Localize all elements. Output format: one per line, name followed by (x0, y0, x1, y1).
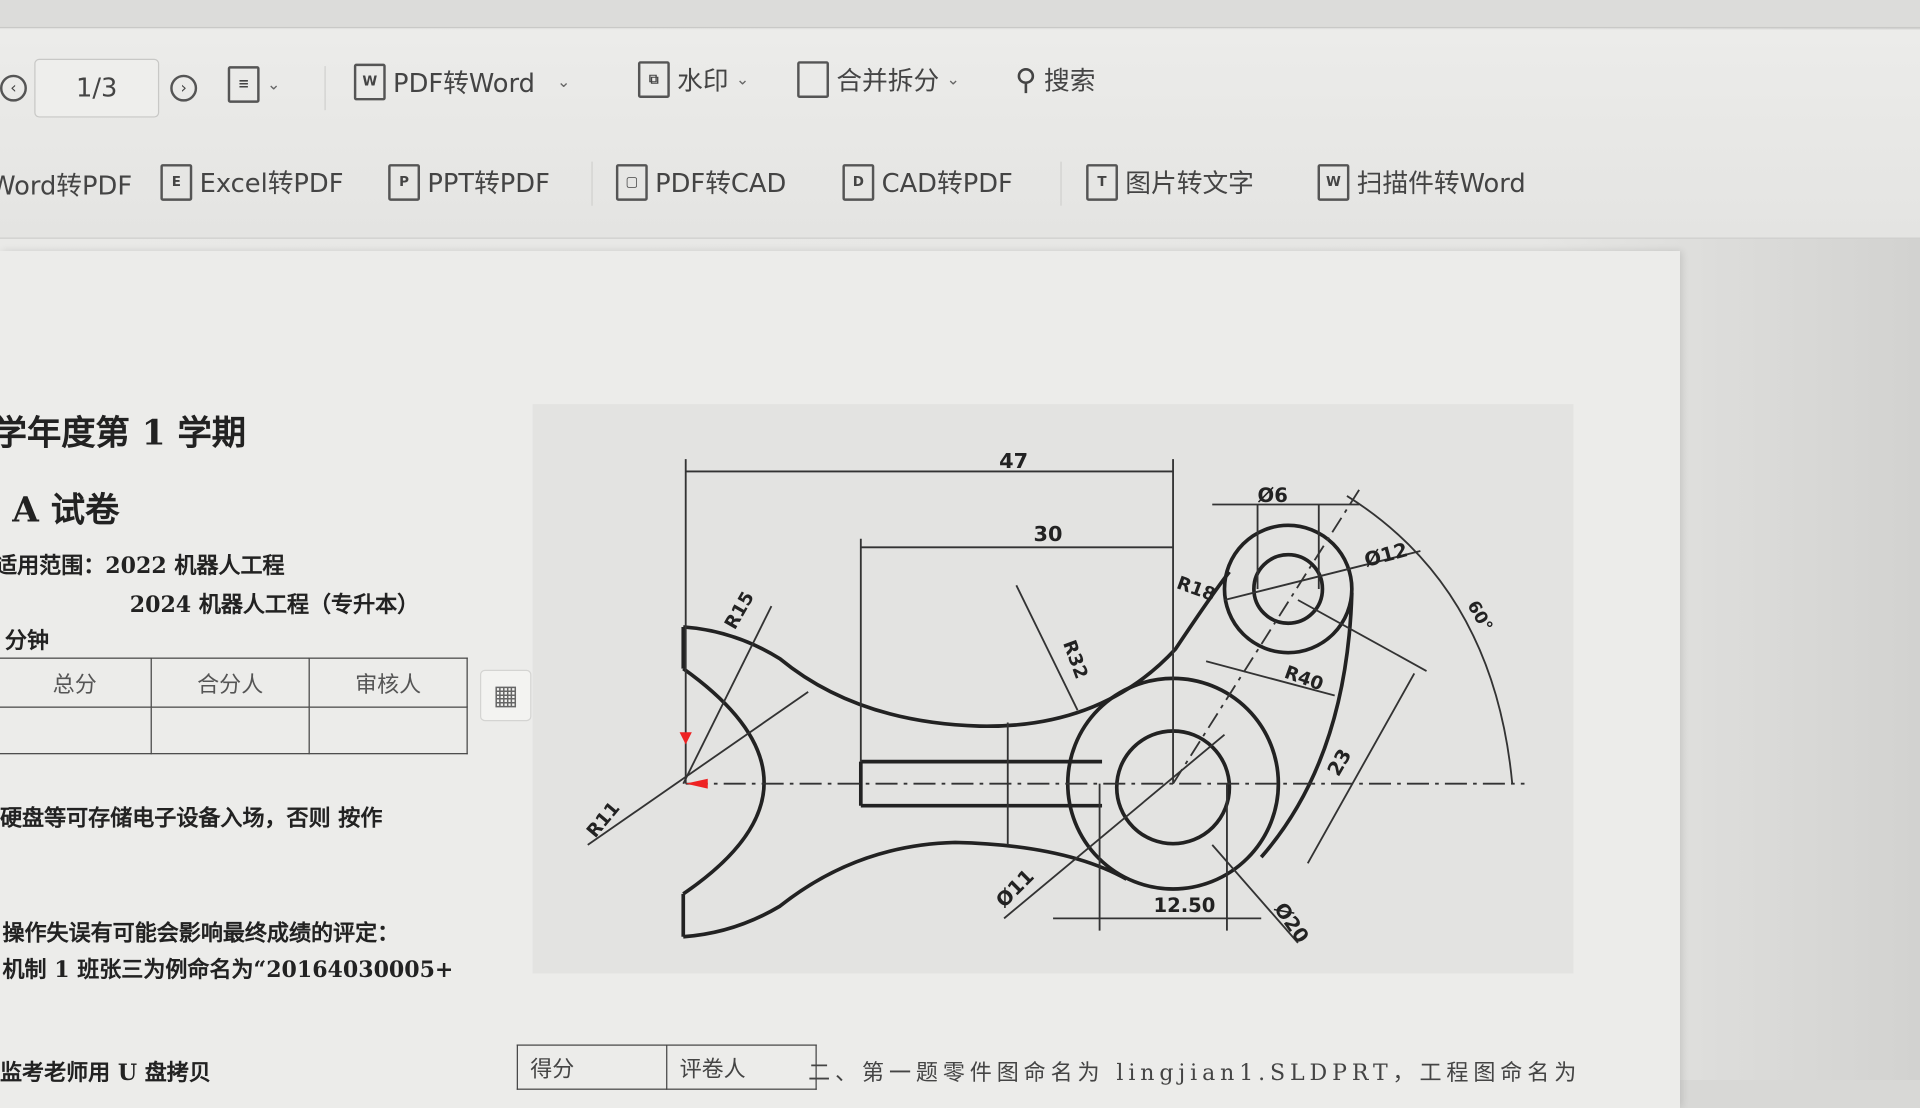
top-curve (683, 570, 1231, 728)
dim-phi6-line (1212, 503, 1360, 589)
small-boss-outer (1222, 523, 1354, 655)
cad-to-pdf-icon: D (842, 164, 875, 201)
search-icon: ⚲ (1015, 62, 1037, 97)
search-button[interactable]: ⚲搜索 (1015, 61, 1095, 98)
button-label: PDF转CAD (655, 168, 787, 199)
scope-line2: 2024 机器人工程（专升本） (129, 592, 420, 619)
button-label: Word转PDF (0, 171, 133, 201)
cell (308, 706, 468, 755)
table-icon: ▦ (492, 680, 519, 711)
dim-47-line (684, 459, 1174, 784)
cad-drawing: 47 30 R15 R11 R18 R32 R40 Ø6 Ø12 Ø11 Ø20… (582, 448, 1525, 948)
watermark-icon: ⧉ (637, 61, 670, 98)
button-label: 扫描件转Word (1356, 168, 1526, 199)
table-extract-button[interactable]: ▦ (480, 669, 532, 722)
cell (150, 706, 310, 755)
dim-47: 47 (999, 449, 1028, 473)
scan-to-word-icon: W (1317, 164, 1350, 201)
excel-to-pdf-icon: E (160, 164, 193, 201)
dim-phi6: Ø6 (1258, 484, 1288, 507)
dim-phi11-line (1003, 733, 1226, 920)
document-icon: ≡ (227, 66, 260, 103)
angle-arc (1346, 495, 1514, 784)
score-table: 总分 合分人 审核人 (0, 657, 468, 755)
chevron-down-icon: ⌄ (735, 70, 750, 89)
word-to-pdf-button[interactable]: Word转PDF (0, 167, 132, 204)
merge-split-button[interactable]: 合并拆分 ⌄ (797, 61, 960, 98)
view-mode-button[interactable]: ≡⌄ (227, 66, 281, 103)
next-page-button[interactable]: › (170, 74, 198, 102)
pdf-to-word-icon: W (353, 63, 386, 101)
button-label: PPT转PDF (427, 168, 550, 199)
dim-r15-line (682, 605, 773, 785)
notice-line-3: 机制 1 班张三为例命名为“20164030005+ (2, 957, 454, 984)
divider (591, 161, 593, 206)
duration-label: 分钟 (4, 628, 49, 654)
pdf-to-cad-button[interactable]: ▢PDF转CAD (615, 164, 787, 201)
header-total: 总分 (0, 657, 152, 708)
button-label: Excel转PDF (199, 168, 344, 199)
button-label: CAD转PDF (881, 168, 1013, 199)
angled-center-line (1172, 489, 1360, 785)
chevron-left-icon: ‹ (0, 74, 27, 102)
notice-line-1: 硬盘等可存储电子设备入场，否则 按作 (0, 805, 383, 832)
button-label: 合并拆分 (836, 66, 940, 96)
merge-split-icon (797, 61, 829, 98)
divider (324, 66, 326, 111)
dim-r40-line (1205, 660, 1335, 697)
small-hole (1252, 552, 1325, 626)
dim-12-50: 12.50 (1153, 894, 1215, 917)
prev-page-button[interactable]: ‹ (0, 74, 27, 102)
pdf-to-cad-icon: ▢ (615, 164, 648, 201)
dim-30: 30 (1033, 522, 1062, 546)
part-outline (681, 523, 1354, 939)
notice-line-2: 操作失误有可能会影响最终成绩的评定： (2, 920, 400, 947)
r40-arc (1259, 592, 1354, 859)
page-number-input[interactable]: 1/3 (34, 58, 160, 118)
button-label: 图片转文字 (1125, 168, 1254, 199)
header-reviewer: 审核人 (308, 657, 468, 708)
dimension-lines (587, 459, 1525, 944)
chevron-down-icon: ⌄ (266, 75, 281, 94)
cell (0, 706, 152, 755)
button-label: 水印 (677, 66, 729, 96)
dim-r11-line (587, 691, 809, 846)
chevron-down-icon: ⌄ (557, 72, 571, 92)
scope-label: 适用范围：2022 机器人工程 (0, 553, 285, 580)
term-title: 学年度第 1 学期 (0, 412, 247, 454)
dim-r32-line (1015, 584, 1079, 711)
browser-tab-strip (0, 0, 1920, 29)
dim-phi20-line (1211, 844, 1299, 944)
header-tallier: 合分人 (150, 657, 310, 708)
button-label: 搜索 (1043, 66, 1096, 96)
ppt-to-pdf-icon: P (388, 164, 421, 201)
divider (1060, 161, 1062, 206)
slot (858, 759, 1103, 808)
button-label: PDF转Word (393, 68, 535, 98)
origin-marker (679, 732, 708, 789)
paper-title: A 试卷 (12, 489, 120, 531)
dim-phi12-line (1224, 550, 1421, 601)
bottom-curve (683, 840, 1128, 939)
watermark-button[interactable]: ⧉水印 ⌄ (637, 61, 750, 98)
chevron-right-icon: › (170, 74, 198, 102)
inner-arc-r11 (682, 667, 766, 896)
dim-30-line (859, 538, 1174, 762)
dim-23-line (1297, 599, 1427, 864)
dim-12-50-line (1053, 783, 1262, 931)
image-to-text-icon: T (1086, 164, 1118, 201)
chevron-down-icon: ⌄ (946, 70, 960, 89)
